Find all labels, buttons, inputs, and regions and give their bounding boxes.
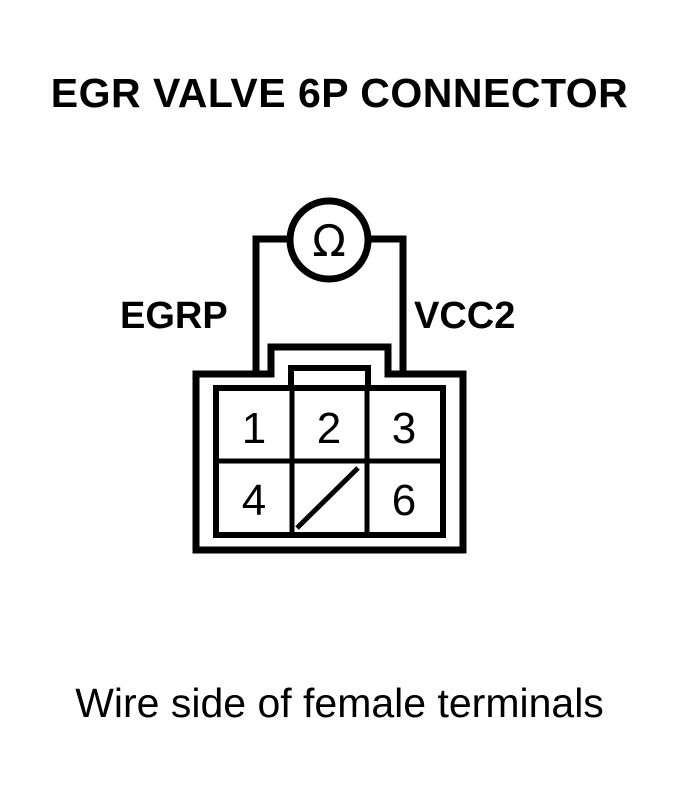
pin-cell-4: 4 — [242, 476, 266, 525]
ohm-symbol: Ω — [312, 216, 346, 267]
vcc2-label: VCC2 — [414, 295, 515, 337]
connector-housing — [192, 343, 467, 554]
pin-number: 6 — [392, 476, 416, 525]
right-probe-wire — [369, 235, 407, 388]
diagram-title: EGR VALVE 6P CONNECTOR — [50, 70, 629, 116]
left-probe-wire — [252, 235, 289, 388]
pin-cell-3: 3 — [392, 404, 416, 453]
ohmmeter-icon: Ω — [286, 197, 372, 283]
pin-cell-6: 6 — [392, 476, 416, 525]
pin-cell-1: 1 — [242, 404, 266, 453]
slash-unused-cavity-icon — [295, 466, 360, 530]
pin-number: 4 — [242, 476, 266, 525]
pin-number: 3 — [392, 404, 416, 453]
pin-number: 2 — [317, 404, 341, 453]
egrp-label: EGRP — [120, 295, 228, 337]
pin-number: 1 — [242, 404, 266, 453]
pin-cell-5-empty — [295, 466, 360, 530]
pin-cell-2: 2 — [317, 404, 341, 453]
diagram-caption: Wire side of female terminals — [75, 680, 604, 726]
